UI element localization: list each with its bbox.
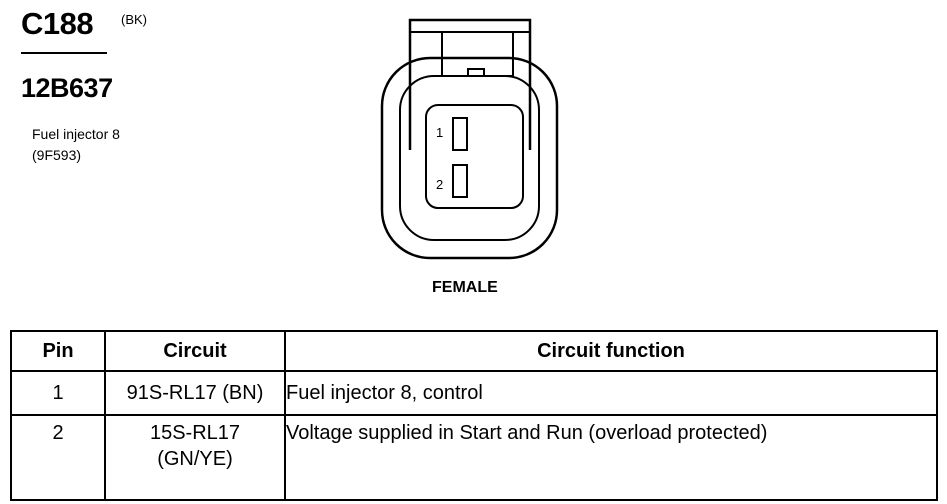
connector-color: (BK) bbox=[121, 12, 147, 27]
part-number: 12B637 bbox=[21, 73, 113, 103]
cell-circuit-line1: 15S-RL17 bbox=[149, 422, 241, 444]
terminal-2 bbox=[452, 164, 468, 198]
component-name: Fuel injector 8 bbox=[32, 126, 120, 142]
cell-circuit: 15S-RL17 (GN/YE) bbox=[104, 414, 286, 501]
cell-circuit: 91S-RL17 (BN) bbox=[104, 370, 286, 416]
connector-outer-shell bbox=[380, 56, 559, 260]
component-code: (9F593) bbox=[32, 147, 82, 163]
cell-pin: 1 bbox=[10, 370, 106, 416]
table-header-row: Pin Circuit Circuit function bbox=[10, 330, 938, 372]
cell-circuit-function: Fuel injector 8, control bbox=[284, 370, 938, 416]
locking-latch bbox=[441, 32, 514, 77]
connector-face-diagram: 1 2 bbox=[380, 18, 559, 260]
view-label: FEMALE bbox=[432, 279, 498, 296]
locking-tab-frame bbox=[408, 18, 532, 150]
pin-face bbox=[425, 104, 524, 209]
pin-label-2: 2 bbox=[436, 177, 443, 192]
header-pin: Pin bbox=[10, 330, 106, 372]
cell-circuit-function: Voltage supplied in Start and Run (overl… bbox=[284, 414, 938, 501]
header-circuit-function: Circuit function bbox=[284, 330, 938, 372]
cell-circuit-line2: (GN/YE) bbox=[157, 448, 233, 470]
terminal-1 bbox=[452, 117, 468, 151]
cell-pin: 2 bbox=[10, 414, 106, 501]
table-row: 2 15S-RL17 (GN/YE) Voltage supplied in S… bbox=[10, 414, 938, 501]
pin-table: Pin Circuit Circuit function 1 91S-RL17 … bbox=[10, 330, 938, 501]
table-row: 1 91S-RL17 (BN) Fuel injector 8, control bbox=[10, 370, 938, 416]
title-divider bbox=[21, 52, 107, 54]
pin-label-1: 1 bbox=[436, 125, 443, 140]
header-circuit: Circuit bbox=[104, 330, 286, 372]
latch-notch bbox=[467, 68, 485, 76]
connector-id: C188 bbox=[21, 6, 94, 41]
